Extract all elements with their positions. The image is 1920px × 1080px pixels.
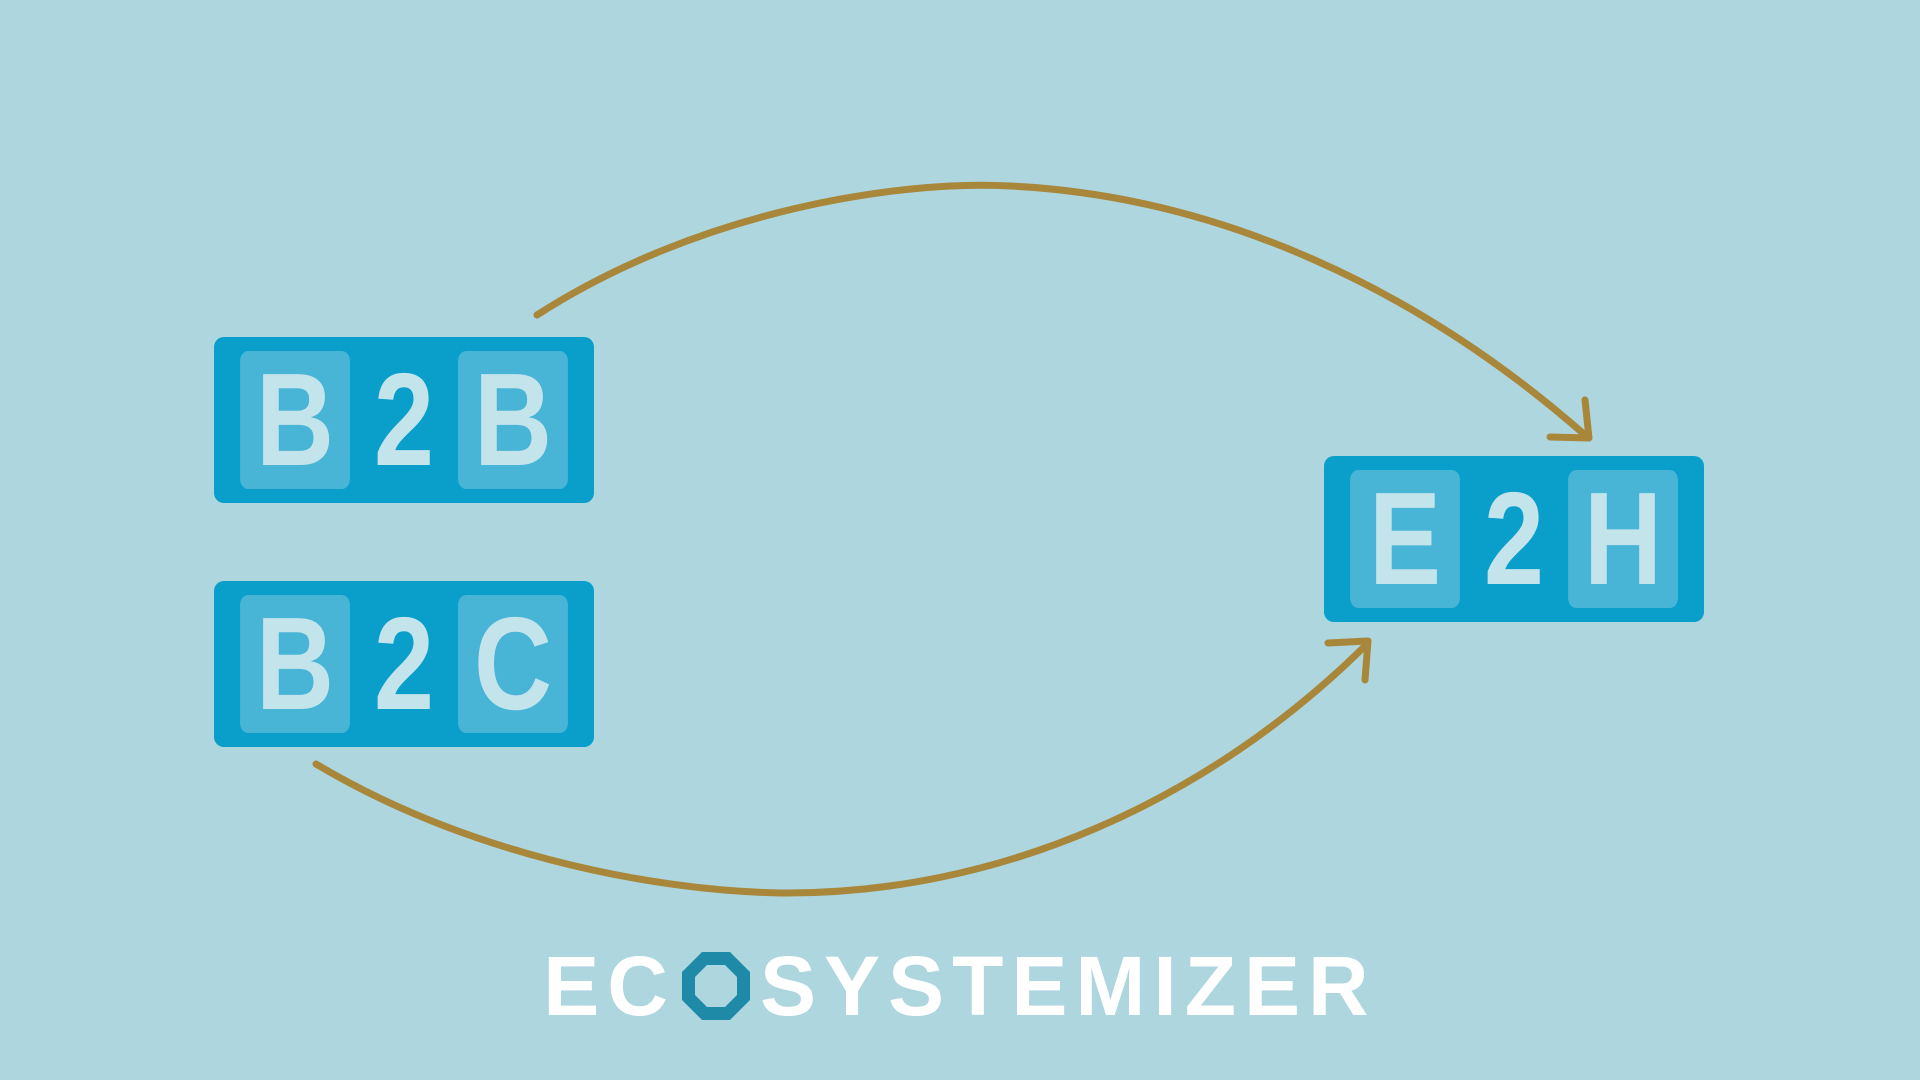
ecosystemizer-logo: EC SYSTEMIZER	[530, 939, 1390, 1033]
logo-suffix: SYSTEMIZER	[759, 938, 1377, 1033]
tile-b2c-letter-1: B	[240, 595, 350, 733]
arrow-b2c-to-e2h-head	[1324, 637, 1372, 684]
tile-e2h-letter-3: H	[1568, 470, 1678, 608]
tile-b2c-letter-3: C	[458, 595, 568, 733]
tile-b2b-letter-3: B	[458, 351, 568, 489]
tile-b2b-letter-1: B	[240, 351, 350, 489]
tile-b2b: B 2 B	[214, 337, 594, 503]
tile-b2b-letter-2: 2	[373, 346, 435, 493]
tile-e2h: E 2 H	[1324, 456, 1704, 622]
tile-b2c-letter-2: 2	[373, 590, 435, 737]
tile-e2h-letter-2: 2	[1483, 465, 1545, 612]
arrow-b2b-to-e2h	[533, 181, 1589, 439]
logo-prefix: EC	[543, 938, 676, 1033]
arrow-b2c-to-e2h	[312, 640, 1371, 897]
tile-e2h-letter-1: E	[1350, 470, 1460, 608]
octagon-ring-icon	[681, 952, 750, 1020]
arrow-b2b-to-e2h-head	[1546, 396, 1593, 442]
tile-b2c: B 2 C	[214, 581, 594, 747]
